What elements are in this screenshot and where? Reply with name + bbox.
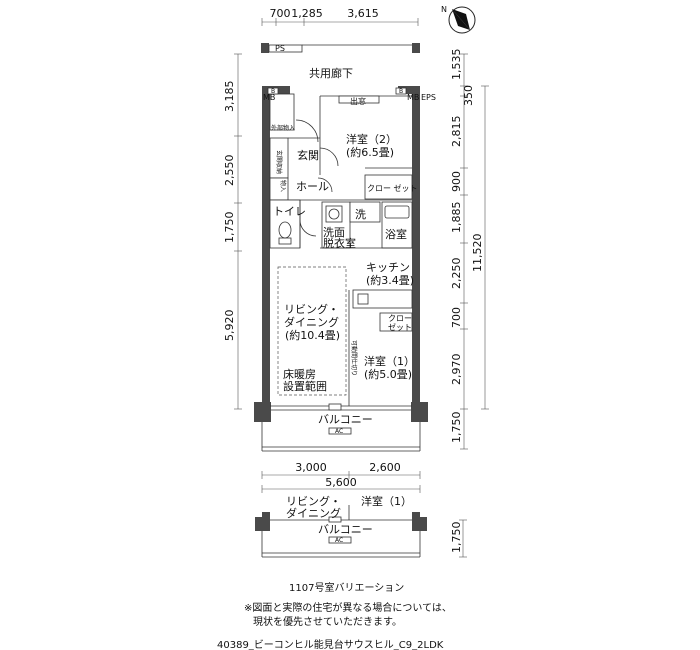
right-dim-2: 350 [462, 85, 475, 106]
left-dim-4: 5,920 [223, 310, 236, 342]
right-dim-5: 1,885 [450, 202, 463, 234]
washroom-label: 洗面 [323, 226, 345, 239]
right-dim-4: 900 [450, 171, 463, 192]
outdoor-storage-label: 外部物入 [271, 124, 295, 132]
floor-heating-label-1: 床暖房 [283, 367, 316, 381]
wash-label: 洗 [355, 208, 366, 221]
variation-ac-label: AC [335, 537, 343, 544]
variation-bedroom: 洋室（1） [361, 494, 412, 508]
ps-area: PS [261, 43, 420, 53]
variation-caption: 1107号室バリエーション [289, 581, 404, 594]
note-line-1: ※図面と実際の住宅が異なる場合については、 [244, 601, 452, 614]
toilet-label: トイレ [273, 205, 306, 218]
variation-living-1: リビング・ [286, 494, 341, 508]
left-dimension: 3,185 2,550 1,750 5,920 [223, 53, 242, 410]
bedroom1-size: (約5.0畳) [364, 367, 412, 381]
right-dim-6: 2,250 [450, 258, 463, 290]
right-dimension: 1,535 350 2,815 900 1,885 2,250 700 2,97… [450, 49, 489, 450]
north-label: N [441, 5, 447, 14]
right-dim-3: 2,815 [450, 116, 463, 148]
storage-label: 物入 [279, 180, 287, 192]
mb-left-label: MB [263, 93, 275, 102]
closet2-label-1: クロー [388, 314, 412, 323]
corridor-label: 共用廊下 [309, 66, 353, 80]
partition-note: 可動間仕切り [350, 340, 358, 376]
dressing-label: 脱衣室 [323, 236, 356, 250]
hall-label: ホール [296, 180, 329, 193]
top-dimension: 700 1,285 3,615 [261, 7, 419, 26]
mb-right-box: B [399, 88, 403, 95]
variation-plan: リビング・ ダイニング 洋室（1） バルコニー AC 1,750 [255, 494, 467, 558]
ac-label: AC [335, 428, 343, 435]
variation-living-2: ダイニング [286, 506, 341, 520]
living-size: (約10.4畳) [285, 328, 340, 342]
ps-label: PS [275, 44, 285, 53]
bath-label: 浴室 [385, 227, 407, 241]
north-arrow: N [441, 5, 476, 34]
right-dim-9: 1,750 [450, 412, 463, 444]
genkan-storage-label: 玄関収納 [275, 150, 283, 174]
left-dim-2: 2,550 [223, 155, 236, 187]
right-dim-total: 11,520 [471, 234, 484, 273]
note-line-2: 現状を優先させていただきます。 [253, 615, 402, 628]
balcony-main: バルコニー AC [261, 403, 421, 452]
balcony-label: バルコニー [318, 413, 373, 426]
kitchen-size: (約3.4畳) [366, 273, 414, 287]
living-name-2: ダイニング [284, 315, 339, 329]
bottom-dim-1: 3,000 [295, 461, 327, 474]
closet1-label: クロー ゼット [367, 183, 418, 193]
living-name-1: リビング・ [284, 302, 339, 316]
eps-label: EPS [421, 93, 436, 102]
genkan-label: 玄関 [297, 148, 319, 162]
top-dim-3: 3,615 [347, 7, 379, 20]
bottom-dim-total: 5,600 [325, 476, 357, 489]
mb-left-box: B [271, 88, 275, 95]
kitchen-name: キッチン [366, 261, 410, 274]
bedroom1-name: 洋室（1） [364, 354, 415, 368]
top-dim-2: 1,285 [291, 7, 323, 20]
right-dim-7: 700 [450, 307, 463, 328]
left-dim-3: 1,750 [223, 212, 236, 244]
right-dim-8: 2,970 [450, 354, 463, 386]
top-dim-1: 700 [270, 7, 291, 20]
demado-label: 出窓 [350, 96, 366, 106]
room-labels: MB B B MB EPS 出窓 外部物入 玄関収納 玄関 物入 ホール トイレ… [263, 88, 436, 393]
main-walls [254, 86, 428, 422]
variation-balcony-label: バルコニー [318, 523, 373, 536]
closet2-label-2: ゼット [388, 322, 412, 332]
left-dim-1: 3,185 [223, 81, 236, 113]
bedroom2-name: 洋室（2） [346, 132, 397, 146]
bottom-dim-2: 2,600 [369, 461, 401, 474]
footer-label: 40389_ビーコンヒル能見台サウスヒル_C9_2LDK [217, 638, 444, 650]
mb-right-label: MB [407, 93, 419, 102]
bottom-dimension: 3,000 2,600 5,600 [261, 461, 421, 493]
bedroom2-size: (約6.5畳) [346, 145, 394, 159]
floor-heating-label-2: 設置範囲 [283, 379, 327, 393]
right-dim-1: 1,535 [450, 49, 463, 81]
variation-dim: 1,750 [450, 522, 463, 554]
